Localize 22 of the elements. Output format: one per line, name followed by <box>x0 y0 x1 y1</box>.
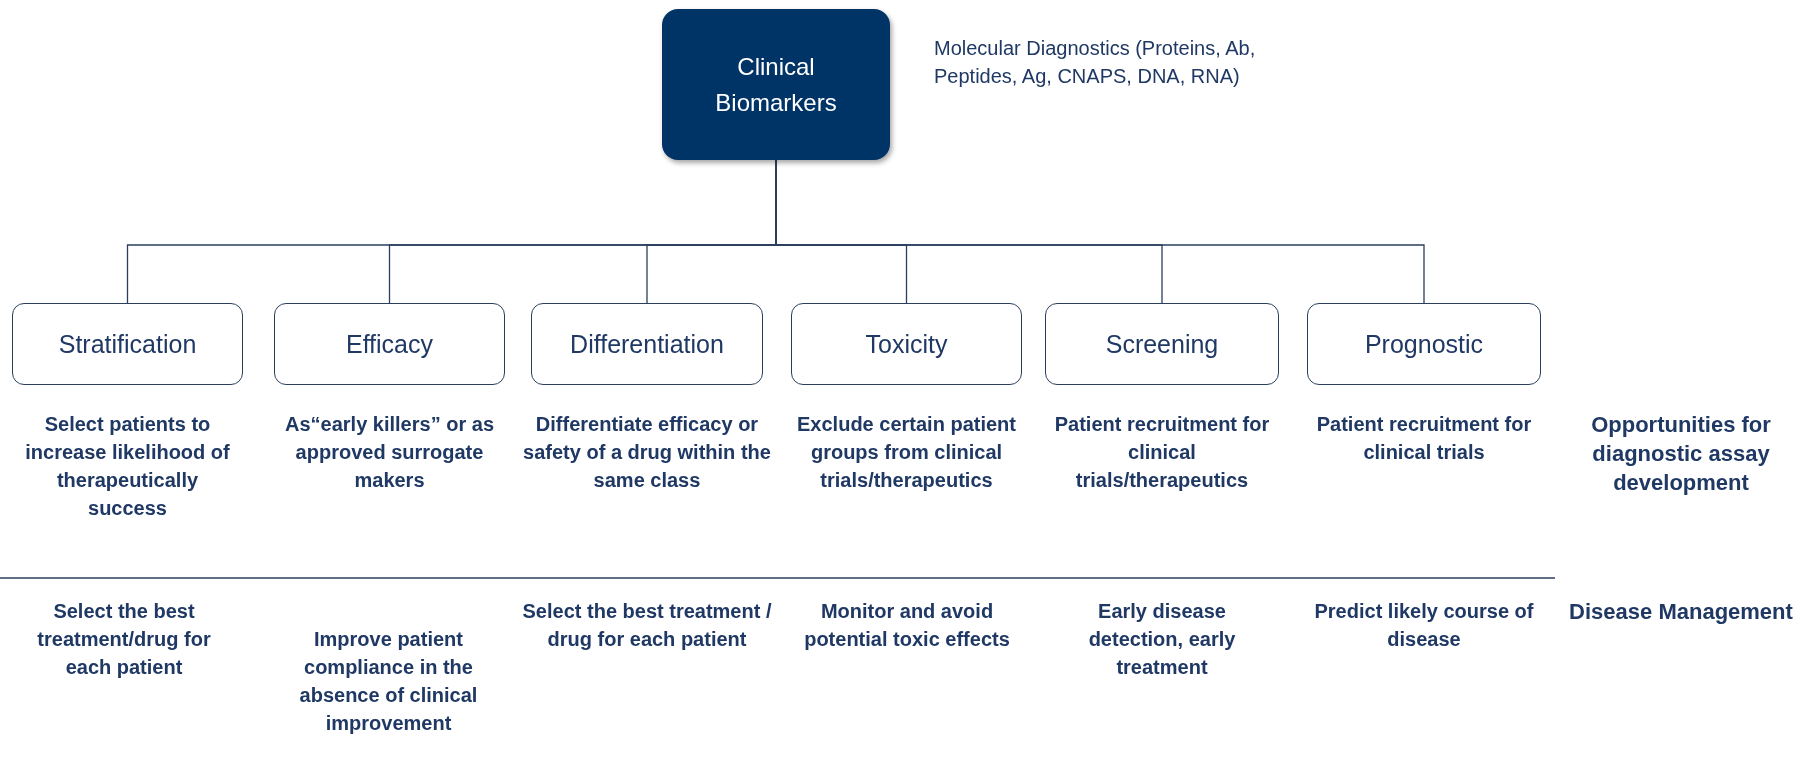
opportunity-text: Patient recruitment for clinical trials/therapeutics <box>1053 412 1271 493</box>
opportunity-text: Select patients to increase likelihood of therapeutically success <box>25 412 230 521</box>
opportunity-text: Patient recruitment for clinical trials <box>1315 412 1533 465</box>
disease-management-text: Early disease detection, early treatment <box>1087 599 1237 680</box>
disease-management-text: Select the best treatment/drug for each patient <box>36 599 212 680</box>
category-box: Toxicity <box>791 303 1022 385</box>
opportunity-text: As“early killers” or as approved surrogate makers <box>284 412 495 493</box>
disease-management-text: Select the best treatment / drug for each patient <box>522 599 772 652</box>
category-box: Differentiation <box>531 303 763 385</box>
category-box: Efficacy <box>274 303 505 385</box>
opportunity-text: Differentiate efficacy or safety of a drug within the same class <box>522 412 772 493</box>
row-heading: Opportunities for diagnostic assay development <box>1590 411 1772 497</box>
disease-management-text: Monitor and avoid potential toxic effects <box>803 599 1011 652</box>
category-box: Screening <box>1045 303 1279 385</box>
row-heading: Disease Management <box>1568 598 1794 626</box>
disease-management-text: Improve patient compliance in the absence of clinical improvement <box>298 627 479 736</box>
root-box: Clinical Biomarkers <box>662 9 890 160</box>
category-box: Prognostic <box>1307 303 1541 385</box>
note-text: Molecular Diagnostics (Proteins, Ab, Peptides, Ag, CNAPS, DNA, RNA) <box>934 36 1257 89</box>
category-box: Stratification <box>12 303 243 385</box>
opportunity-text: Exclude certain patient groups from clinical trials/therapeutics <box>796 412 1017 493</box>
disease-management-text: Predict likely course of disease <box>1314 599 1534 652</box>
